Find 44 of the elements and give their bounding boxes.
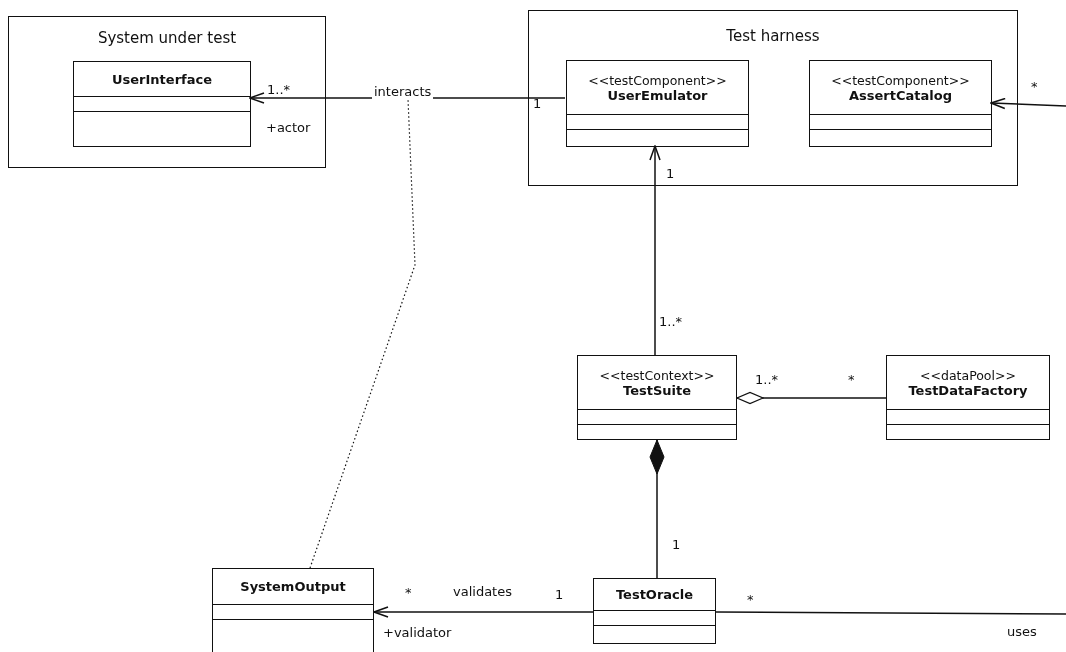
class-box (809, 60, 992, 147)
multiplicity-label: * (405, 585, 412, 600)
class-name: TestSuite (623, 382, 691, 398)
class-name: TestOracle (615, 587, 694, 602)
stereotype-label: <<dataPool>> (920, 367, 1016, 383)
multiplicity-label: * (1031, 79, 1038, 94)
multiplicity-label: 1 (555, 587, 564, 602)
role-label: +actor (266, 120, 311, 135)
multiplicity-label: * (848, 372, 855, 387)
arrow (649, 145, 661, 356)
stereotype-label: <<testContext>> (599, 367, 715, 383)
stereotype-label: <<testComponent>> (831, 72, 970, 88)
package-frame (528, 10, 1018, 186)
class-box (73, 61, 251, 147)
package-title: Test harness (726, 27, 820, 45)
aggregation-line (736, 391, 887, 405)
role-label: +validator (383, 625, 452, 640)
multiplicity-label: 1 (672, 537, 681, 552)
arrow (990, 97, 1066, 110)
aggregation-line (649, 439, 665, 579)
multiplicity-label: 1..* (659, 314, 683, 329)
multiplicity-label: 1 (533, 96, 542, 111)
class-box (566, 60, 749, 147)
class-box (886, 355, 1050, 440)
class-box (577, 355, 737, 440)
stereotype-label: <<testComponent>> (588, 72, 727, 88)
package-title: System under test (97, 29, 237, 47)
multiplicity-label: 1 (666, 166, 675, 181)
multiplicity-label: 1..* (755, 372, 779, 387)
class-name: UserInterface (112, 71, 212, 87)
association-line (715, 611, 1066, 615)
class-name: TestDataFactory (908, 382, 1028, 398)
multiplicity-label: 1..* (267, 82, 291, 97)
class-name: SystemOutput (240, 579, 346, 594)
edge-label: validates (451, 584, 514, 599)
package-frame (8, 16, 326, 168)
class-box (212, 568, 374, 652)
multiplicity-label: * (747, 592, 754, 607)
edge-label: interacts (372, 84, 434, 99)
class-box (593, 578, 716, 644)
arrow (373, 606, 594, 618)
class-name: UserEmulator (607, 87, 708, 103)
class-name: AssertCatalog (849, 87, 952, 103)
dotted-line (309, 98, 416, 569)
